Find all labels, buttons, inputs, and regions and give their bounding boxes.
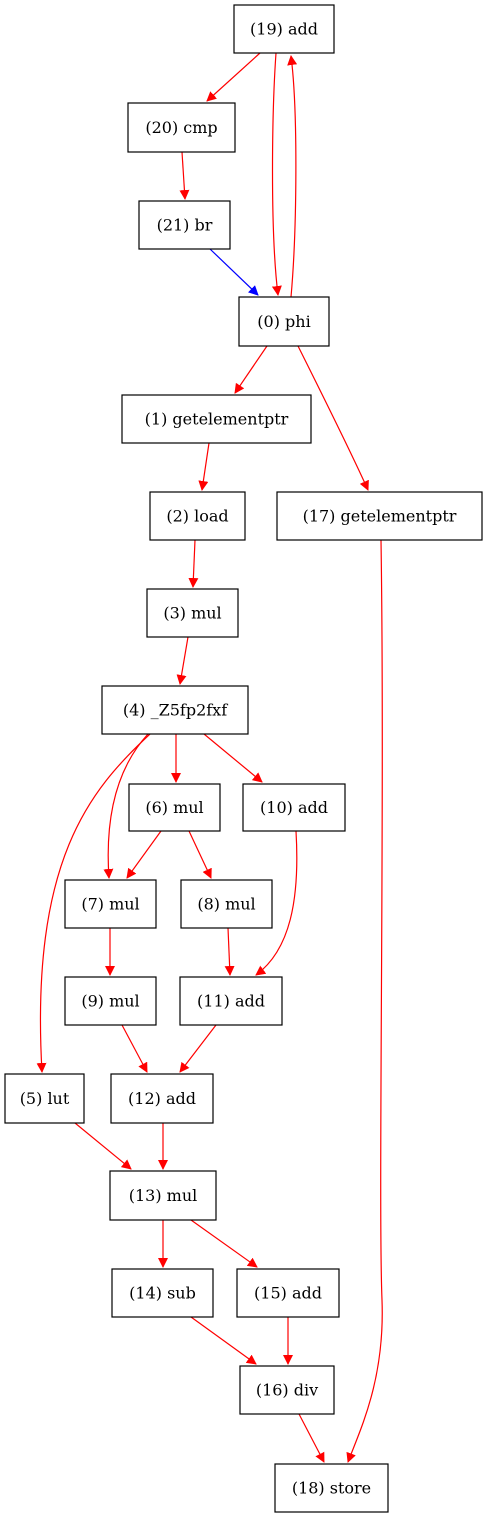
node-box — [274, 1463, 389, 1513]
node-box — [101, 685, 249, 735]
node-label: (12) add — [128, 1089, 196, 1108]
graph-node-n5: (5) lut — [4, 1073, 85, 1124]
node-box — [4, 1073, 85, 1124]
edge-n2-to-n3 — [188, 539, 199, 588]
edge-n16-to-n18 — [298, 1413, 325, 1463]
node-box — [128, 783, 221, 832]
node-box — [64, 976, 157, 1026]
graph-node-n3: (3) mul — [146, 588, 239, 638]
graph-node-n11: (11) add — [179, 976, 283, 1026]
node-label: (1) getelementptr — [145, 410, 289, 429]
graph-node-n8: (8) mul — [180, 879, 273, 929]
node-label: (13) mul — [129, 1186, 198, 1205]
node-box — [242, 783, 346, 832]
node-box — [239, 1365, 335, 1415]
node-label: (9) mul — [81, 992, 139, 1011]
edge-n9-to-n12 — [121, 1024, 148, 1073]
edge-n4-to-n7 — [103, 733, 149, 879]
node-label: (11) add — [197, 992, 265, 1011]
nodes-layer: (19) add (20) cmp (21) br (0) phi (1) getele… — [4, 4, 483, 1513]
edge-n6-to-n8 — [188, 830, 212, 879]
node-label: (8) mul — [197, 895, 255, 914]
node-box — [109, 1170, 217, 1221]
edge-n19-to-n0 — [271, 52, 282, 296]
graph-node-n13: (13) mul — [109, 1170, 217, 1221]
node-box — [233, 4, 335, 54]
edge-n13-to-n15 — [190, 1219, 258, 1268]
graph-node-n12: (12) add — [110, 1073, 214, 1124]
node-label: (6) mul — [145, 798, 203, 817]
graph-node-n21: (21) br — [138, 200, 231, 250]
edge-n0-to-n19 — [287, 55, 298, 298]
node-box — [238, 296, 330, 347]
edge-n21-to-n0 — [209, 248, 259, 296]
node-label: (20) cmp — [145, 118, 217, 137]
edge-n20-to-n21 — [179, 151, 190, 200]
node-box — [180, 879, 273, 929]
edge-n1-to-n2 — [198, 442, 210, 491]
edge-n10-to-n11 — [255, 830, 298, 976]
edge-n4-to-n10 — [203, 733, 263, 783]
node-box — [236, 1268, 340, 1318]
node-box — [111, 1268, 214, 1318]
node-label: (16) div — [256, 1381, 318, 1400]
edge-n19-to-n20 — [206, 52, 261, 102]
node-box — [276, 491, 483, 541]
node-box — [149, 491, 246, 541]
node-box — [146, 588, 239, 638]
graph-node-n18: (18) store — [274, 1463, 389, 1513]
graph-node-n10: (10) add — [242, 783, 346, 832]
edge-n14-to-n16 — [190, 1316, 257, 1365]
edge-n4-to-n5 — [36, 733, 151, 1073]
node-label: (4) _Z5fp2fxf — [123, 701, 228, 720]
node-label: (15) add — [254, 1284, 322, 1303]
graph-node-n4: (4) _Z5fp2fxf — [101, 685, 249, 735]
node-label: (19) add — [250, 20, 318, 39]
edge-n3-to-n4 — [176, 636, 189, 685]
node-label: (2) load — [166, 507, 228, 526]
edge-n0-to-n1 — [234, 345, 268, 394]
graph-node-n14: (14) sub — [111, 1268, 214, 1318]
graph-node-n0: (0) phi — [238, 296, 330, 347]
graph-node-n9: (9) mul — [64, 976, 157, 1026]
graph-node-n1: (1) getelementptr — [121, 394, 312, 444]
graph-node-n20: (20) cmp — [127, 102, 236, 153]
edge-n5-to-n13 — [74, 1122, 132, 1170]
node-label: (5) lut — [20, 1089, 70, 1108]
node-box — [64, 879, 157, 929]
node-label: (14) sub — [129, 1284, 196, 1303]
edge-n6-to-n7 — [126, 830, 162, 879]
node-label: (7) mul — [81, 895, 139, 914]
edge-n11-to-n12 — [179, 1024, 217, 1073]
graph-node-n2: (2) load — [149, 491, 246, 541]
node-label: (3) mul — [163, 604, 221, 623]
node-box — [110, 1073, 214, 1124]
node-label: (17) getelementptr — [303, 507, 457, 526]
edge-n0-to-n17 — [297, 345, 369, 491]
edges-layer — [36, 52, 383, 1463]
graph-node-n16: (16) div — [239, 1365, 335, 1415]
node-box — [179, 976, 283, 1026]
edge-n17-to-n18 — [346, 539, 383, 1463]
node-box — [121, 394, 312, 444]
node-box — [127, 102, 236, 153]
node-label: (21) br — [157, 216, 213, 235]
graph-node-n17: (17) getelementptr — [276, 491, 483, 541]
graph-node-n15: (15) add — [236, 1268, 340, 1318]
graph-node-n19: (19) add — [233, 4, 335, 54]
node-label: (18) store — [292, 1479, 371, 1498]
graph-node-n7: (7) mul — [64, 879, 157, 929]
node-box — [138, 200, 231, 250]
node-label: (0) phi — [257, 312, 310, 331]
node-label: (10) add — [260, 798, 328, 817]
edge-n8-to-n11 — [224, 927, 235, 976]
graph-node-n6: (6) mul — [128, 783, 221, 832]
